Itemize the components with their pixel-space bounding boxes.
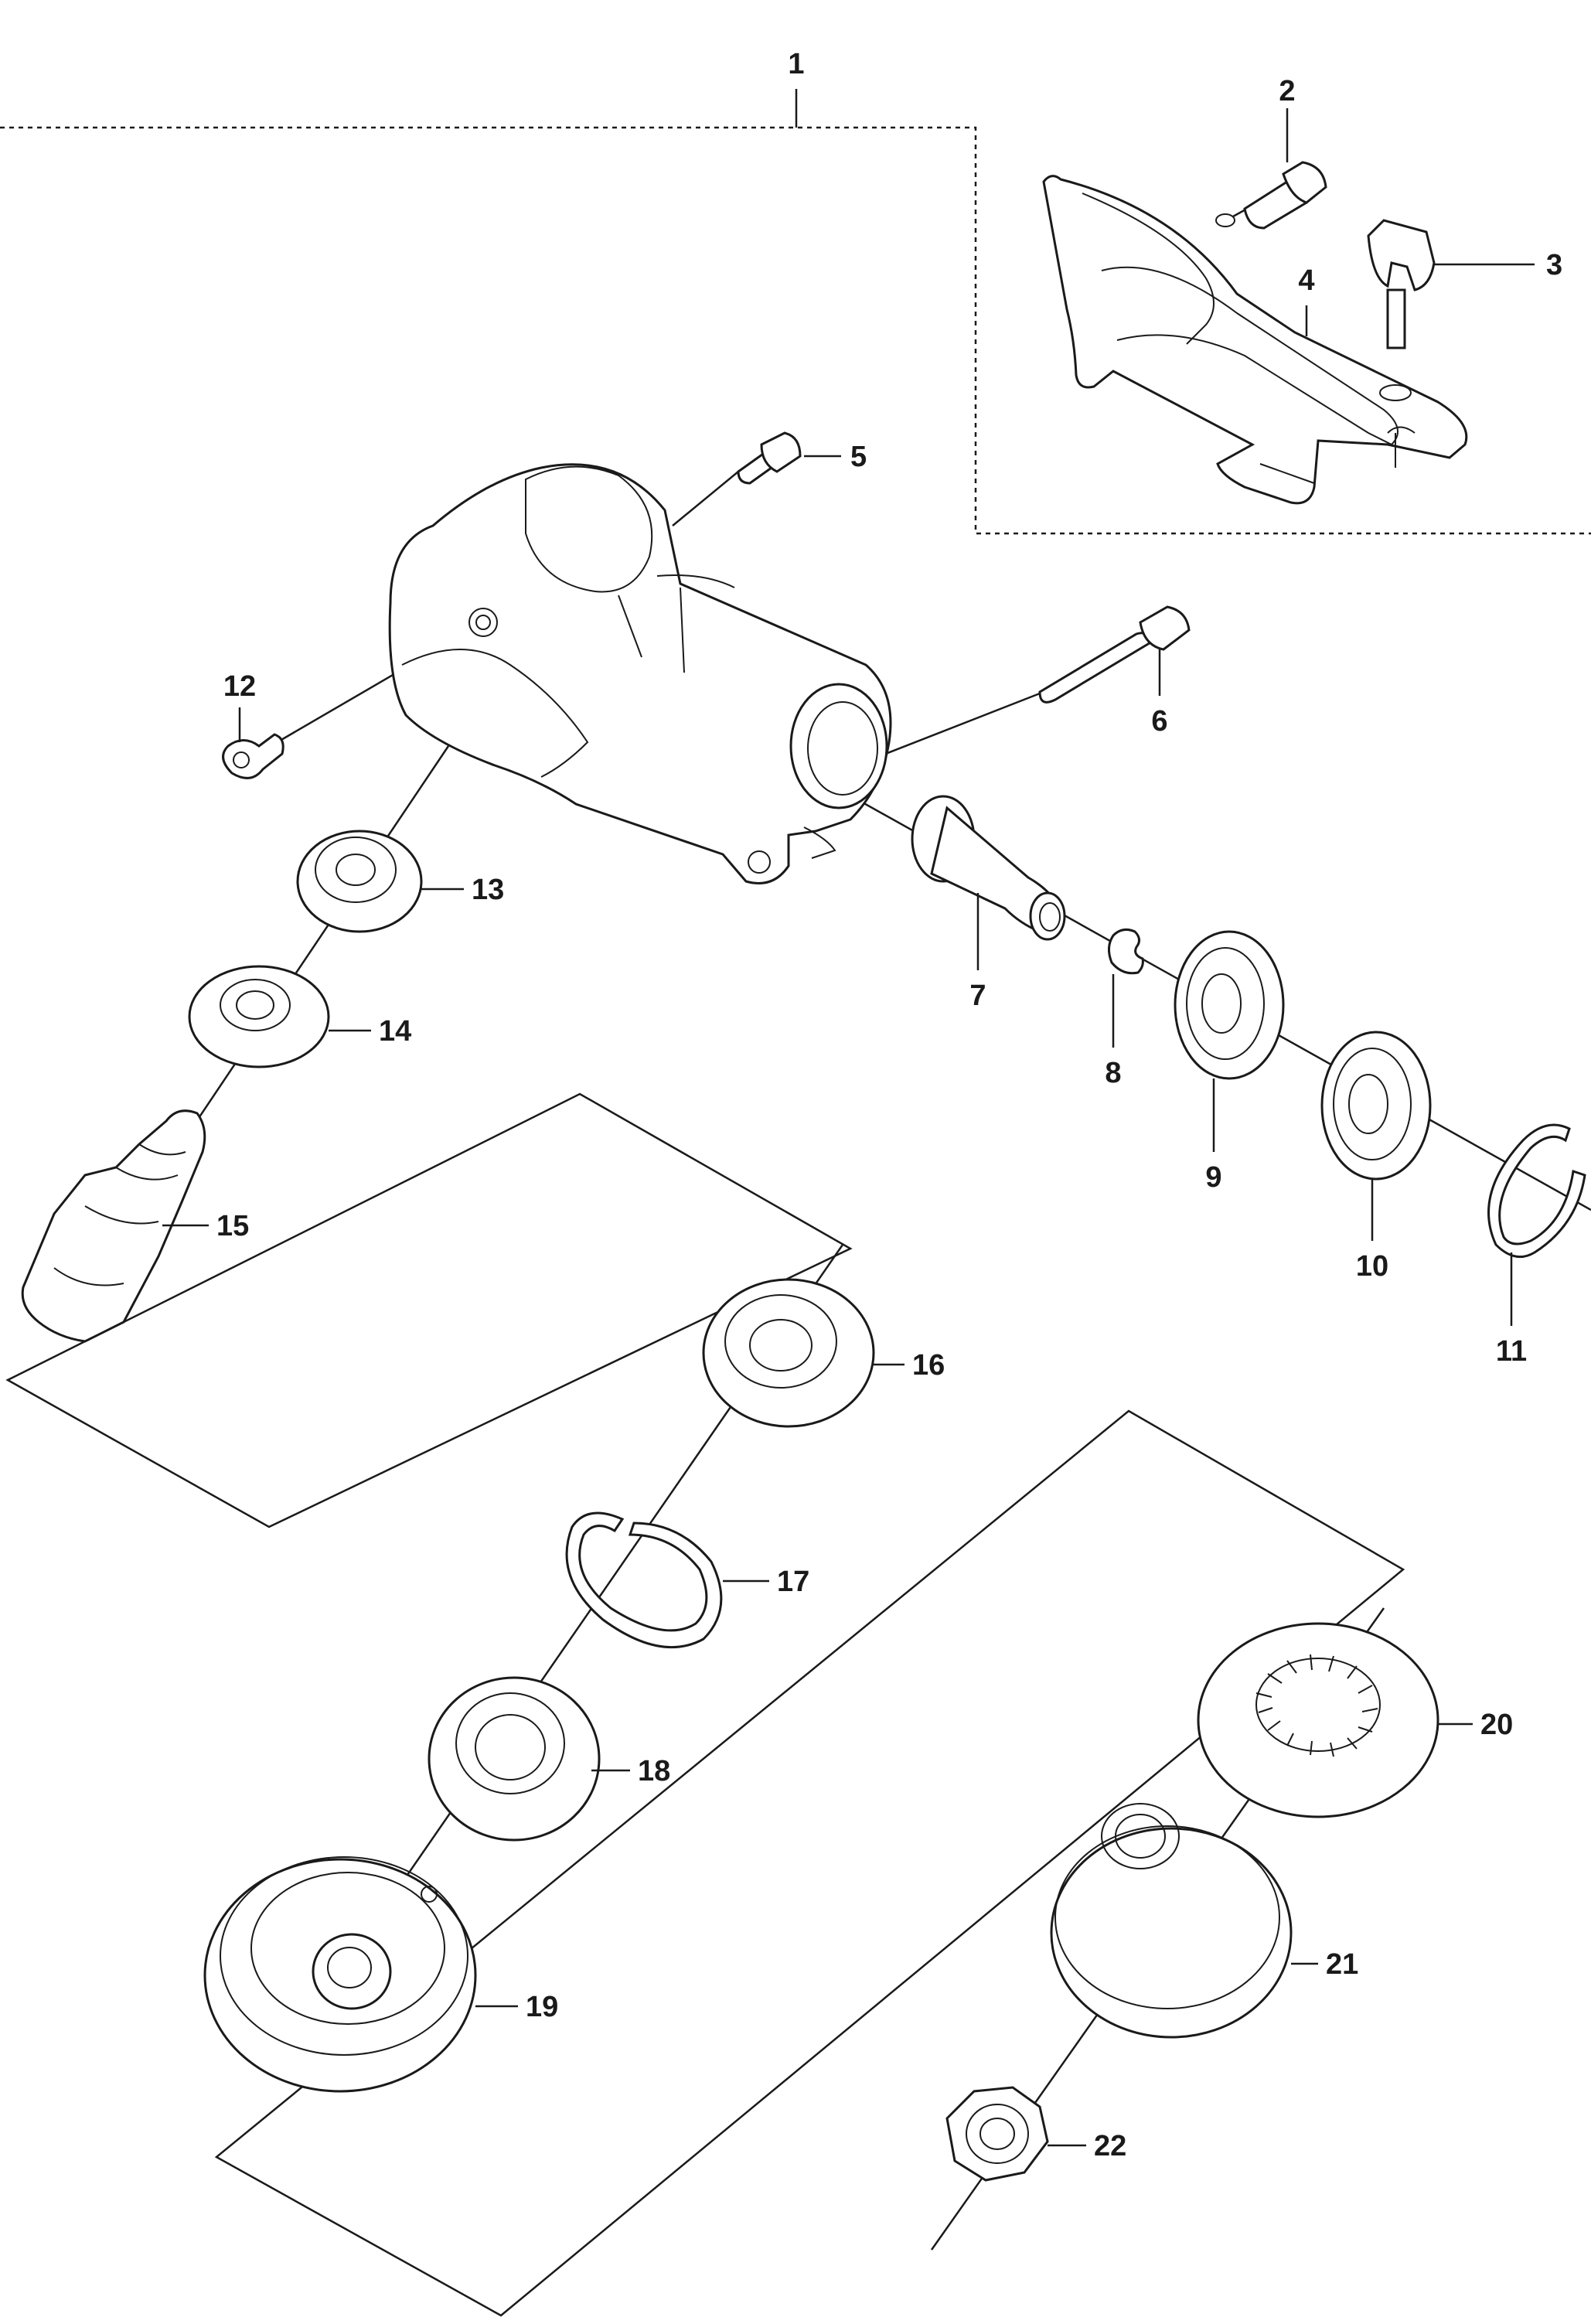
seal-18 [428, 1676, 601, 1842]
callout-1: 1 [788, 48, 804, 80]
circlip-17 [565, 1511, 723, 1649]
callout-4: 4 [1298, 264, 1314, 297]
callout-8: 8 [1105, 1057, 1121, 1089]
callout-11: 11 [1496, 1335, 1527, 1368]
callout-17: 17 [777, 1566, 809, 1598]
axis-screw-5 [672, 471, 739, 526]
callout-6: 6 [1151, 705, 1167, 738]
plug-screw-5 [737, 431, 802, 485]
gear-housing [388, 463, 892, 884]
bolt-6 [1038, 605, 1191, 704]
bearing-cover-19 [203, 1856, 477, 2093]
callout-7: 7 [969, 980, 986, 1012]
callout-18: 18 [638, 1755, 670, 1787]
axis-bolt-6 [865, 690, 1044, 763]
callout-19: 19 [526, 1991, 558, 2023]
screw-12 [222, 733, 284, 779]
callout-12: 12 [223, 670, 256, 703]
callout-10: 10 [1356, 1250, 1388, 1283]
callout-20: 20 [1480, 1709, 1513, 1741]
pinion-shaft-15 [21, 1109, 206, 1343]
circlip-8 [1108, 928, 1144, 975]
callout-3: 3 [1546, 249, 1562, 281]
callout-22: 22 [1094, 2130, 1126, 2162]
callout-21: 21 [1326, 1948, 1358, 1981]
nut-22 [945, 2086, 1049, 2182]
assembly-group-outline [0, 126, 1591, 535]
callout-13: 13 [472, 874, 504, 906]
frame-left-assembly [5, 1092, 853, 1528]
clamp-pin-3 [1367, 219, 1436, 349]
internal-circlip-11 [1487, 1123, 1586, 1259]
ball-bearing-10 [1320, 1031, 1432, 1181]
callout-15: 15 [216, 1210, 249, 1242]
support-cup-21 [1050, 1803, 1293, 2039]
callout-9: 9 [1205, 1161, 1221, 1194]
frame-center-assembly [214, 1409, 1405, 2317]
seal-14 [188, 965, 330, 1068]
callout-14: 14 [379, 1015, 411, 1048]
ball-bearing-13 [296, 830, 423, 933]
ball-bearing-16 [702, 1278, 875, 1428]
lock-washer-20 [1197, 1622, 1439, 1818]
guard-bracket [1042, 175, 1468, 505]
screw-2 [1215, 161, 1327, 230]
callout-2: 2 [1279, 75, 1295, 107]
callout-16: 16 [912, 1349, 945, 1382]
ball-bearing-9 [1174, 930, 1285, 1080]
shaft-sleeve-7 [911, 795, 1066, 941]
callout-5: 5 [850, 441, 867, 473]
